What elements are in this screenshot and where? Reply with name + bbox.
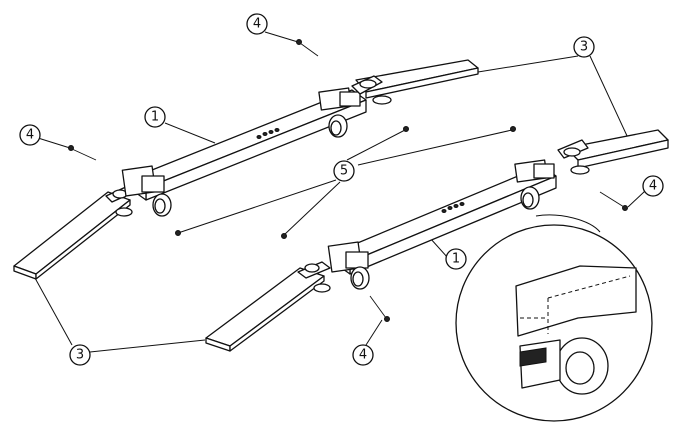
screw-upper-left: [68, 145, 97, 161]
callout-3-bottom-label: 3: [76, 348, 84, 363]
callout-4-bottom: 4: [352, 344, 374, 366]
callout-3-bottom: 3: [69, 344, 91, 366]
caps: [175, 126, 516, 239]
cap-d: [281, 233, 287, 239]
cap-b: [510, 126, 516, 132]
callout-4-upper-left: 4: [19, 124, 41, 146]
callout-3-top-label: 3: [580, 40, 588, 55]
screws: [68, 39, 628, 322]
screw-right: [599, 191, 628, 211]
foot-upper-left: [13, 185, 135, 280]
caster-lower-left: [350, 266, 370, 290]
caster-upper-right: [328, 114, 348, 138]
callout-4-bottom-label: 4: [359, 348, 367, 363]
callout-1-upper: 1: [144, 106, 166, 128]
callout-4-upper-left-label: 4: [26, 128, 34, 143]
screw-bottom: [369, 295, 390, 322]
callout-1-upper-label: 1: [151, 110, 159, 125]
caster-detail-inset: [455, 214, 653, 422]
foot-upper-right: [351, 59, 479, 105]
callout-4-top-label: 4: [253, 17, 261, 32]
callout-1-lower: 1: [445, 248, 467, 270]
callout-4-right: 4: [642, 175, 664, 197]
callout-5-label: 5: [340, 164, 348, 179]
cap-c: [175, 230, 181, 236]
callout-3-top: 3: [573, 36, 595, 58]
caster-lower-right: [520, 186, 540, 210]
beam-upper: [121, 87, 367, 201]
caster-upper-left: [152, 193, 172, 217]
foot-lower-left: [205, 261, 331, 352]
foot-lower-right: [557, 129, 669, 175]
cap-a: [403, 126, 409, 132]
beam-lower: [327, 159, 557, 275]
callout-4-top: 4: [246, 13, 268, 35]
callout-5: 5: [333, 160, 355, 182]
leader-lines: [34, 31, 646, 353]
screw-top: [296, 39, 319, 57]
callout-4-right-label: 4: [649, 179, 657, 194]
callout-1-lower-label: 1: [452, 252, 460, 267]
upper-stand-assembly: [13, 59, 479, 280]
lower-stand-assembly: [205, 129, 669, 352]
